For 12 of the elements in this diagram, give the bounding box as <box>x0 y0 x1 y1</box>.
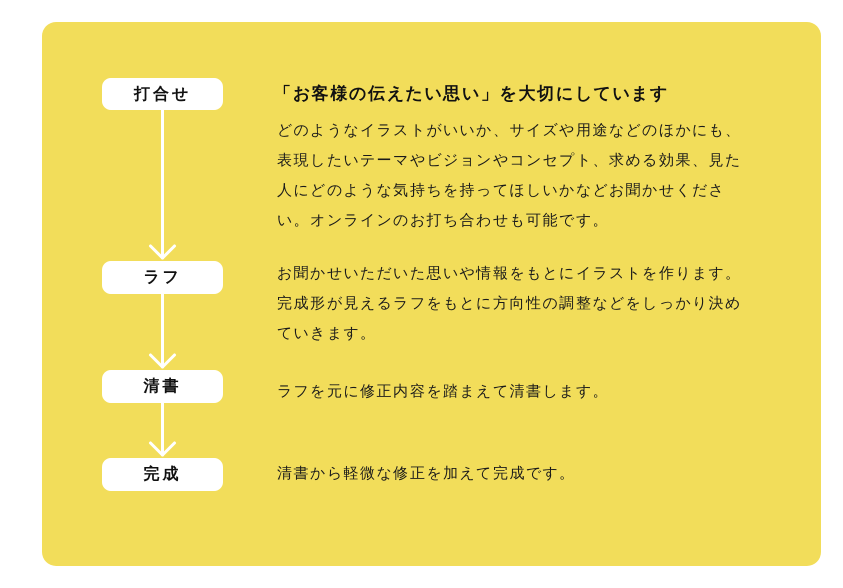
step-box: 清書 <box>102 370 223 403</box>
step-description: どのようなイラストがいいか、サイズや用途などのほかにも、表現したいテーマやビジョンやコンセプト、求める効果、見た人にどのような気持ちを持ってほしいかなどお聞かせください。オンラインのお打ち合わせも可能です。 <box>277 120 743 231</box>
step-description: お聞かせいただいた思いや情報をもとにイラストを作ります。完成形が見えるラフをもとに方向性の調整などをしっかり決めていきます。 <box>277 263 743 344</box>
step-description: 清書から軽微な修正を加えて完成です。 <box>277 463 577 484</box>
step-box: 打合せ <box>102 78 223 110</box>
arrow <box>149 402 176 456</box>
step-heading: 「お客様の伝えたい思い」を大切にしています <box>274 83 669 105</box>
step-box: ラフ <box>102 261 223 294</box>
step-description: ラフを元に修正内容を踏まえて清書します。 <box>277 381 610 402</box>
arrow <box>149 108 176 260</box>
step-box: 完成 <box>102 458 223 491</box>
arrow <box>149 292 176 368</box>
